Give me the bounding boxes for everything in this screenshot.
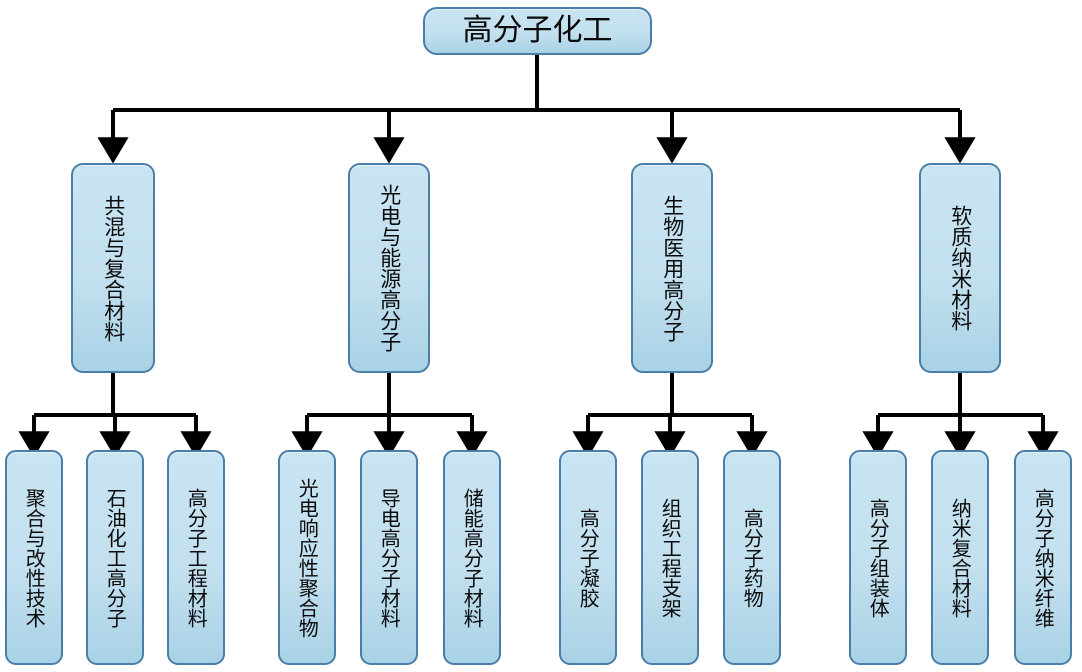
node-branch-optoelectronic-energy[interactable]: 光电与能源高分子	[348, 163, 430, 373]
node-leaf-energy-storage-polymer[interactable]: 储能高分子材料	[443, 450, 501, 665]
node-branch-3-label: 生物医用高分子	[660, 194, 685, 342]
node-branch-blend-composite[interactable]: 共混与复合材料	[71, 163, 155, 373]
node-leaf-4-2-label: 纳米复合材料	[948, 497, 973, 618]
node-leaf-1-3-label: 高分子工程材料	[184, 487, 209, 628]
connector-group-2	[291, 373, 488, 458]
connector-group-1	[18, 373, 212, 458]
node-leaf-polymer-engineering-material[interactable]: 高分子工程材料	[167, 450, 225, 665]
node-leaf-nano-composite[interactable]: 纳米复合材料	[931, 450, 989, 665]
node-leaf-polymer-nanofiber[interactable]: 高分子纳米纤维	[1014, 450, 1072, 665]
node-root-label: 高分子化工	[462, 12, 613, 48]
node-branch-2-label: 光电与能源高分子	[377, 184, 402, 352]
node-leaf-1-1-label: 聚合与改性技术	[22, 487, 47, 628]
connector-group-4	[862, 373, 1059, 458]
node-leaf-polymer-assembly[interactable]: 高分子组装体	[849, 450, 907, 665]
node-leaf-4-3-label: 高分子纳米纤维	[1031, 487, 1056, 628]
node-branch-4-label: 软质纳米材料	[948, 205, 973, 331]
node-leaf-polymer-drug[interactable]: 高分子药物	[723, 450, 781, 665]
node-leaf-2-1-label: 光电响应性聚合物	[295, 477, 320, 638]
node-root[interactable]: 高分子化工	[423, 7, 652, 55]
node-leaf-polymerization-modification[interactable]: 聚合与改性技术	[5, 450, 63, 665]
node-leaf-1-2-label: 石油化工高分子	[103, 487, 128, 628]
node-branch-1-label: 共混与复合材料	[101, 194, 126, 342]
node-leaf-polymer-gel[interactable]: 高分子凝胶	[559, 450, 617, 665]
node-leaf-photoresponsive-polymer[interactable]: 光电响应性聚合物	[278, 450, 336, 665]
node-leaf-2-3-label: 储能高分子材料	[460, 487, 485, 628]
node-leaf-2-2-label: 导电高分子材料	[377, 487, 402, 628]
node-branch-biomedical[interactable]: 生物医用高分子	[631, 163, 713, 373]
node-leaf-3-1-label: 高分子凝胶	[576, 507, 601, 608]
connector-group-3	[572, 373, 768, 458]
node-leaf-tissue-engineering-scaffold[interactable]: 组织工程支架	[641, 450, 699, 665]
node-leaf-conductive-polymer[interactable]: 导电高分子材料	[360, 450, 418, 665]
node-branch-soft-nano[interactable]: 软质纳米材料	[919, 163, 1001, 373]
node-leaf-3-3-label: 高分子药物	[740, 507, 765, 608]
node-leaf-petrochemical-polymer[interactable]: 石油化工高分子	[86, 450, 144, 665]
node-leaf-3-2-label: 组织工程支架	[658, 497, 683, 618]
node-leaf-4-1-label: 高分子组装体	[866, 497, 891, 618]
